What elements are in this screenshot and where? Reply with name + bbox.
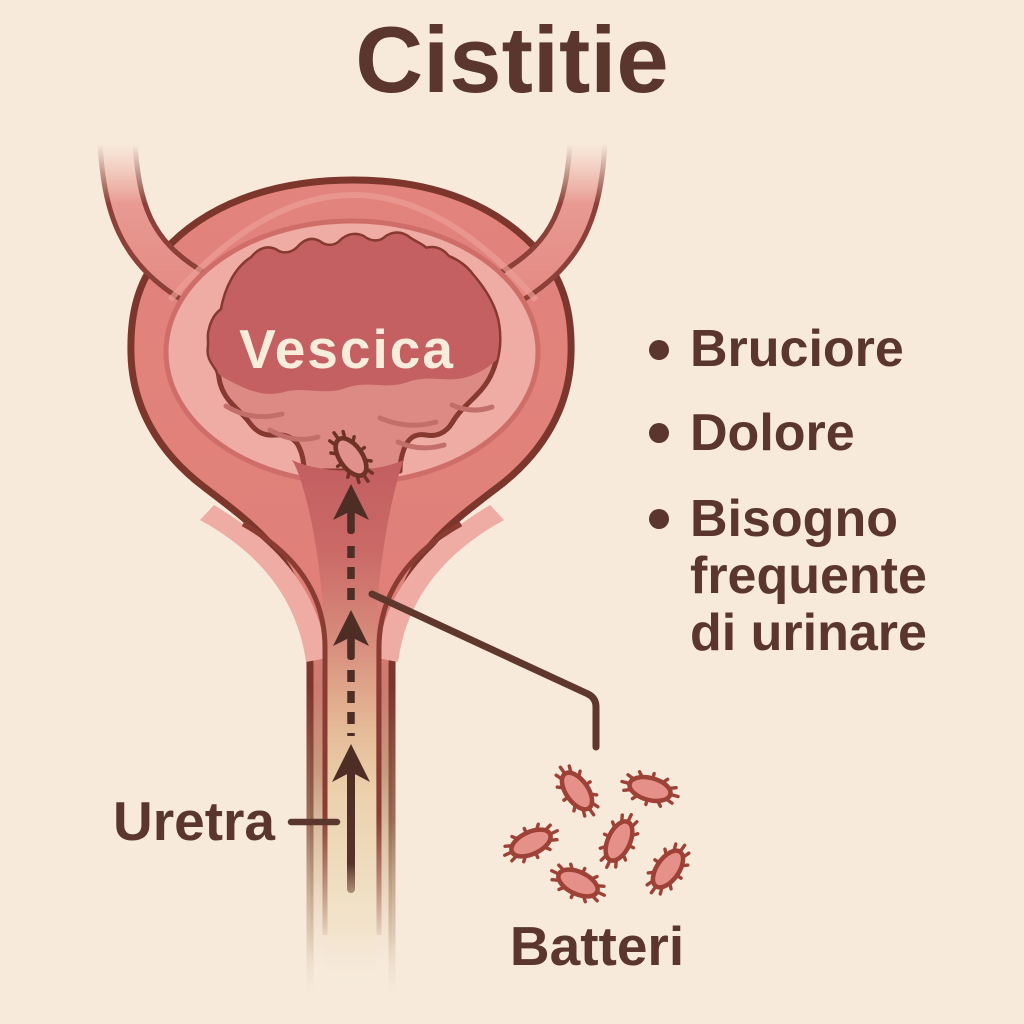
bullet-dot	[649, 340, 669, 360]
symptom-pain: Dolore	[690, 404, 855, 462]
urethra-bottom-fade	[288, 930, 416, 1024]
ureter-left-fade	[84, 124, 154, 204]
bladder-folds	[223, 402, 495, 451]
bladder-label: Vescica	[239, 318, 455, 380]
bladder-neck-lining-right	[377, 505, 504, 662]
symptom-frequent-need-line3: di urinare	[690, 604, 927, 662]
urethra-label: Uretra	[113, 790, 275, 852]
urine-region	[208, 233, 500, 394]
symptom-frequent-need-line2: frequente	[690, 547, 927, 605]
bladder-wall-highlight	[167, 192, 539, 302]
bullet-dot	[649, 509, 669, 529]
page-title: Cistitie	[355, 7, 668, 112]
urethra-wall-line-left	[241, 521, 328, 935]
ureter-right-fade	[546, 124, 624, 204]
bacteria-label: Batteri	[510, 915, 684, 977]
infection-flow-arrows	[332, 484, 370, 893]
symptom-list: Bruciore Dolore Bisogno frequente di uri…	[649, 320, 927, 662]
bullet-dot	[649, 423, 669, 443]
urethra-wall-line-right	[376, 521, 463, 935]
symptom-burning: Bruciore	[690, 320, 904, 378]
symptom-frequent-need-line1: Bisogno	[690, 490, 898, 548]
bacteria-pointer-line	[368, 590, 600, 751]
bladder-neck-lining-left	[200, 505, 327, 662]
